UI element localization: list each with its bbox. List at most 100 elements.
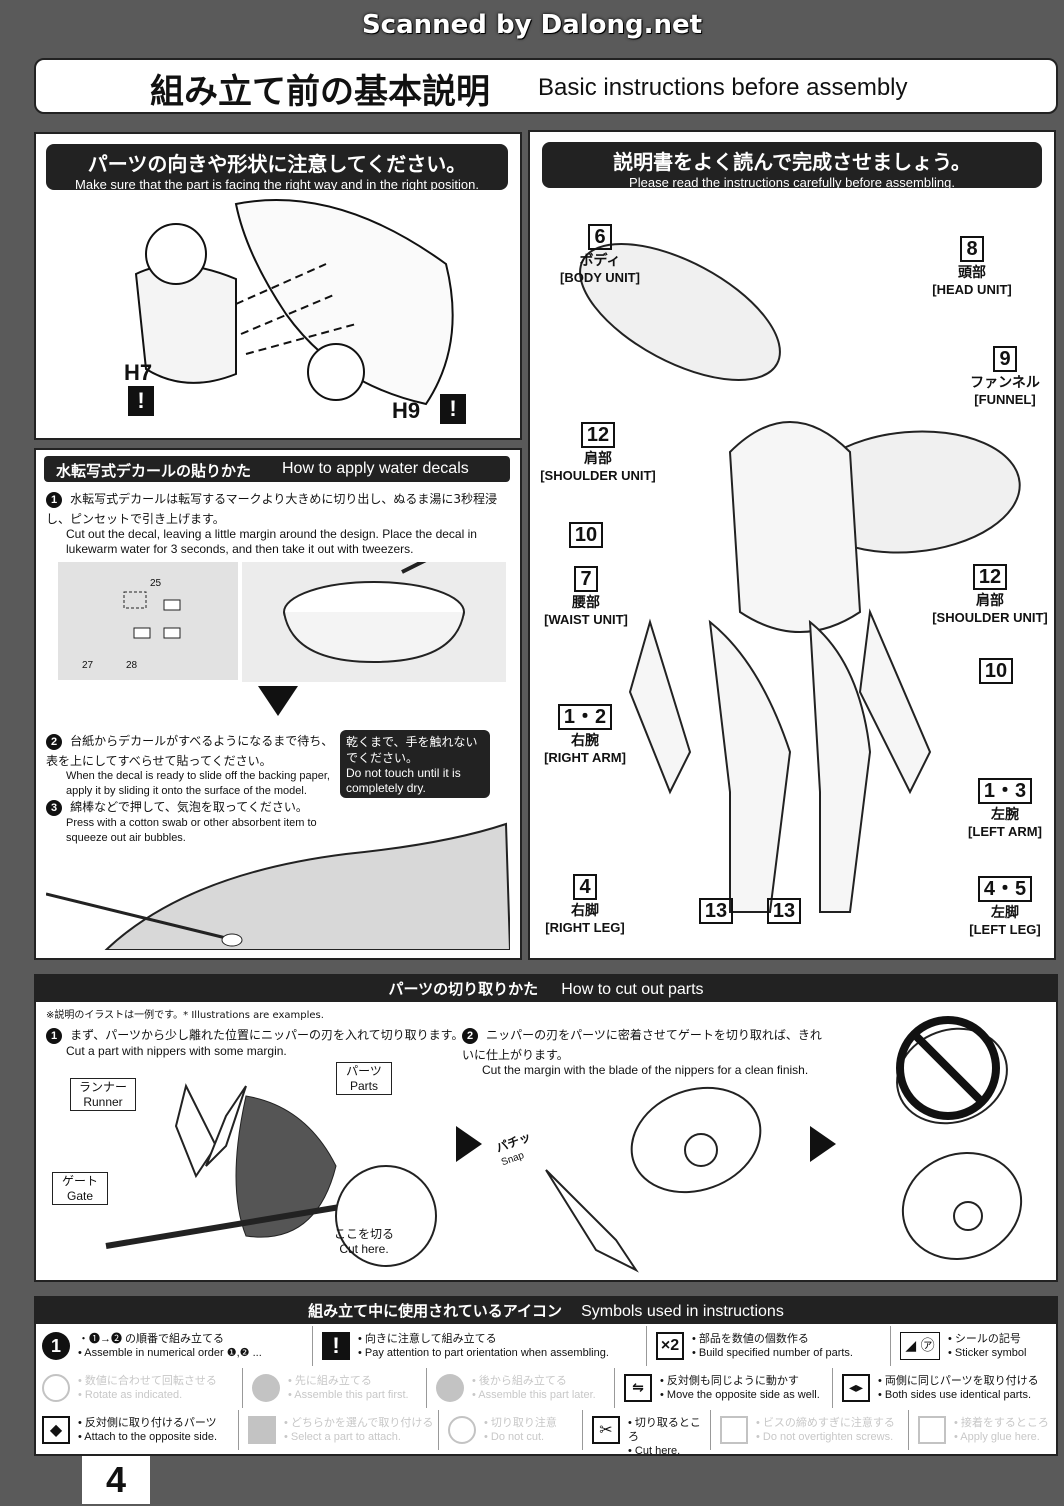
step-2-jp: 台紙からデカールがすべるようになるまで待ち、表を上にしてすべらせて貼ってください… [46, 734, 334, 768]
callout-jp: 頭部 [958, 265, 986, 281]
runner-label: ランナー Runner [70, 1078, 136, 1111]
symbols-panel: 組み立て中に使用されているアイコン Symbols used in instru… [34, 1296, 1058, 1457]
decal-panel: 水転写式デカールの貼りかた How to apply water decals … [34, 448, 522, 960]
symbol-jp: • 切り取るところ [628, 1417, 701, 1443]
assemble-first-icon [252, 1374, 280, 1402]
sticker-icon: ◢ ㋐ [900, 1332, 940, 1360]
cut-header: パーツの切り取りかた How to cut out parts [36, 976, 1056, 1002]
orientation-header-en: Make sure that the part is facing the ri… [75, 177, 479, 192]
symbol-attach-opposite: ◆ • 反対側に取り付けるパーツ• Attach to the opposite… [36, 1410, 239, 1450]
callout-en: [SHOULDER UNIT] [540, 468, 656, 483]
symbol-jp: • シールの記号 [948, 1333, 1021, 1345]
do-not-cut-icon [448, 1416, 476, 1444]
callout-en: [RIGHT LEG] [545, 920, 625, 935]
symbols-header-jp: 組み立て中に使用されているアイコン [308, 1302, 562, 1320]
label-shoulder-unit-right: 12 肩部 [SHOULDER UNIT] [536, 422, 660, 484]
cotton-swab-illustration [46, 822, 510, 950]
step-number-1: 1 [46, 492, 62, 508]
label-left-leg: 4・5 左脚 [LEFT LEG] [960, 876, 1050, 938]
symbol-en: • Do not cut. [484, 1431, 545, 1443]
callout-jp: 腰部 [572, 595, 600, 611]
callout-number: 12 [580, 422, 616, 448]
decal-header-jp: 水転写式デカールの貼りかた [56, 462, 252, 480]
orientation-panel: パーツの向きや形状に注意してください。 Make sure that the p… [34, 132, 522, 440]
part-label-h7: H7 [124, 360, 153, 385]
symbol-en: • Both sides use identical parts. [878, 1389, 1032, 1401]
rotate-icon [42, 1374, 70, 1402]
label-shoulder-unit-left: 12 肩部 [SHOULDER UNIT] [928, 564, 1052, 626]
symbol-jp: • 接着をするところ [954, 1417, 1049, 1429]
callout-number: 1・2 [557, 704, 613, 730]
callout-en: [WAIST UNIT] [544, 612, 628, 627]
callout-en: [SHOULDER UNIT] [932, 610, 1048, 625]
right-arrow-icon [810, 1126, 836, 1162]
step-1-en: Cut out the decal, leaving a little marg… [66, 527, 477, 556]
label-part-13-b: 13 [764, 898, 804, 924]
cut-header-jp: パーツの切り取りかた [388, 980, 539, 998]
callout-number: 6 [588, 224, 612, 250]
assemble-later-icon [436, 1374, 464, 1402]
callout-number: 4・5 [977, 876, 1033, 902]
step-2-en: When the decal is ready to slide off the… [66, 770, 330, 797]
read-header-en: Please read the instructions carefully b… [629, 175, 955, 190]
symbol-en: • Sticker symbol [948, 1347, 1027, 1359]
callout-number: 13 [766, 898, 802, 924]
symbol-screw: • ビスの締めすぎに注意する• Do not overtighten screw… [714, 1410, 909, 1450]
cut-illustration-note: ※説明のイラストは一例です。* Illustrations are exampl… [46, 1010, 324, 1021]
symbol-jp: ・❶→❷ の順番で組み立てる [78, 1333, 225, 1345]
cut-step-2: 2 ニッパーの刃をパーツに密着させてゲートを切り取れば、きれいに仕上がります。 … [462, 1024, 822, 1078]
page-title-en: Basic instructions before assembly [538, 74, 908, 101]
cut-step-1: 1 まず、パーツから少し離れた位置にニッパーの刃を入れて切り取ります。 Cut … [46, 1024, 466, 1059]
callout-en: [BODY UNIT] [560, 270, 640, 285]
attach-opposite-icon: ◆ [42, 1416, 70, 1444]
decal-header-en: How to apply water decals [282, 460, 469, 477]
both-sides-icon: ◂▸ [842, 1374, 870, 1402]
symbol-en: • Pay attention to part orientation when… [358, 1347, 609, 1359]
label-right-leg: 4 右脚 [RIGHT LEG] [540, 874, 630, 936]
label-funnel: 9 ファンネル [FUNNEL] [960, 346, 1050, 408]
decal-header: 水転写式デカールの貼りかた How to apply water decals [44, 456, 510, 482]
symbol-both-sides: ◂▸ • 両側に同じパーツを取り付ける• Both sides use iden… [836, 1368, 1054, 1408]
step-3-en: Press with a cotton swab or other absorb… [66, 817, 317, 844]
symbol-en: • Build specified number of parts. [692, 1347, 853, 1359]
label-part-10-right: 10 [976, 658, 1016, 684]
cut-here-jp: ここを切る [333, 1227, 394, 1241]
step-number-1: 1 [46, 1028, 62, 1044]
decal-step-2: 2 台紙からデカールがすべるようになるまで待ち、表を上にしてすべらせて貼ってくだ… [46, 730, 336, 799]
callout-en: [HEAD UNIT] [932, 282, 1012, 297]
symbol-jp: • 先に組み立てる [288, 1375, 372, 1387]
decal-step-3: 3 綿棒などで押して、気泡を取ってください。 Press with a cott… [46, 796, 336, 846]
symbol-en: • Cut here. [628, 1445, 681, 1457]
symbol-jp: • 切り取り注意 [484, 1417, 557, 1429]
water-bowl-illustration [242, 562, 506, 682]
callout-jp: 肩部 [976, 593, 1004, 609]
parts-label: パーツ Parts [336, 1062, 392, 1095]
step-number-2: 2 [462, 1028, 478, 1044]
decal-sheet-illustration [58, 562, 238, 680]
callout-jp: 右脚 [571, 903, 599, 919]
symbol-rotate: • 数値に合わせて回転させる• Rotate as indicated. [36, 1368, 243, 1408]
label-head-unit: 8 頭部 [HEAD UNIT] [922, 236, 1022, 298]
right-arrow-icon [456, 1126, 482, 1162]
screw-icon [720, 1416, 748, 1444]
symbol-en: • Attach to the opposite side. [78, 1431, 217, 1443]
select-part-icon [248, 1416, 276, 1444]
page-number: 4 [82, 1456, 150, 1504]
step-number-3: 3 [46, 800, 62, 816]
read-header-jp: 説明書をよく読んで完成させましょう。 [613, 150, 971, 174]
step-3-jp: 綿棒などで押して、気泡を取ってください。 [70, 800, 308, 814]
symbol-numbered-order: 1 ・❶→❷ の順番で組み立てる• Assemble in numerical … [36, 1326, 313, 1366]
cut-step-1-en: Cut a part with nippers with some margin… [66, 1044, 287, 1058]
symbol-jp: • 反対側も同じように動かす [660, 1375, 799, 1387]
cut-step-1-jp: まず、パーツから少し離れた位置にニッパーの刃を入れて切り取ります。 [70, 1028, 464, 1042]
label-right-arm: 1・2 右腕 [RIGHT ARM] [540, 704, 630, 766]
note-jp: 乾くまで、手を触れないでください。 [346, 735, 478, 765]
cut-here-icon: ✂ [592, 1416, 620, 1444]
symbol-select-part: • どちらかを選んで取り付ける• Select a part to attach… [242, 1410, 439, 1450]
label-part-13-a: 13 [696, 898, 736, 924]
opposite-side-icon: ⇋ [624, 1374, 652, 1402]
decal-note-box: 乾くまで、手を触れないでください。 Do not touch until it … [340, 730, 490, 798]
callout-jp: 左腕 [991, 807, 1019, 823]
callout-number: 1・3 [977, 778, 1033, 804]
nippers-runner-illustration [105, 1083, 437, 1267]
